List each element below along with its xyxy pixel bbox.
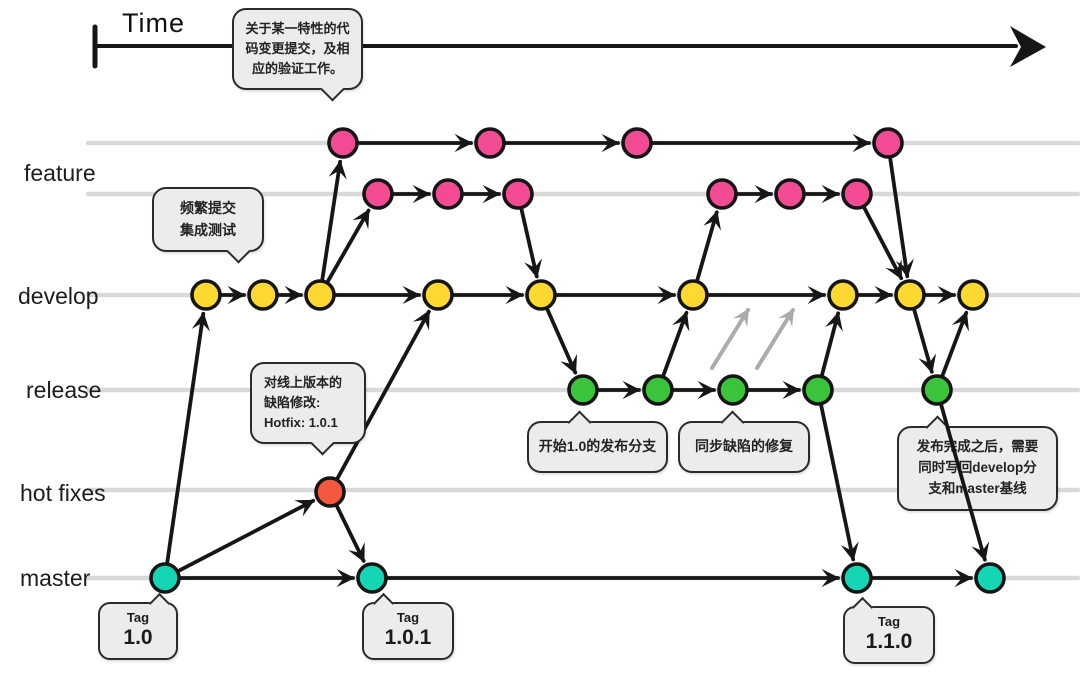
edge-r4-m3 [819, 403, 859, 562]
commit-node-develop-d2 [247, 279, 279, 311]
commit-node-develop-d7 [827, 279, 859, 311]
annotation-line: 开始1.0的发布分支 [538, 438, 657, 454]
commit-node-feature-f1 [327, 127, 359, 159]
edge-g6-d8 [862, 206, 904, 281]
commit-node-feature-f4 [872, 127, 904, 159]
branch-label-release: release [26, 377, 102, 403]
edge-g3-d5 [519, 207, 543, 279]
commit-node-develop-d9 [957, 279, 989, 311]
sync-arrows [710, 308, 795, 370]
time-axis-label: Time [122, 8, 185, 38]
edge-m1-h1 [177, 498, 316, 573]
commit-node-feature-g1 [362, 178, 394, 210]
annotation-line: Hotfix: 1.0.1 [264, 415, 338, 431]
commit-node-feature-g6 [841, 178, 873, 210]
annotation-line: 关于某一特性的代 [245, 21, 350, 36]
branch-label-develop: develop [18, 283, 99, 309]
tag-label: Tag [877, 614, 901, 629]
annotation-line: 集成测试 [180, 221, 236, 238]
annotation-line: 支和master基线 [928, 480, 1027, 496]
annotation-line: 码变更提交，及相 [245, 41, 350, 57]
annotation-line: 同步缺陷的修复 [695, 438, 793, 454]
tag-1-0: Tag 1.0 [98, 602, 178, 660]
tag-1-0-1: Tag 1.0.1 [362, 602, 454, 660]
commit-node-develop-d6 [677, 279, 709, 311]
commit-node-release-r3 [717, 374, 749, 406]
commit-node-feature-g2 [432, 178, 464, 210]
edge-d3-f1 [320, 159, 347, 282]
edge-m1-d1 [165, 311, 210, 565]
commit-node-develop-d1 [190, 279, 222, 311]
tag-label: Tag [126, 610, 150, 625]
edge-d6-g4 [695, 210, 722, 282]
annotation-line: 对线上版本的 [264, 375, 343, 390]
branch-label-hotfixes: hot fixes [20, 480, 106, 506]
commit-nodes [149, 127, 1006, 594]
tag-version: 1.0 [123, 626, 153, 649]
gray-sync-arrow [755, 308, 795, 370]
commit-node-master-m4 [974, 562, 1006, 594]
commit-node-release-r1 [567, 374, 599, 406]
commit-node-release-r2 [642, 374, 674, 406]
time-axis-arrowhead [1010, 26, 1046, 67]
commit-node-master-m1 [149, 562, 181, 594]
commit-node-feature-g3 [502, 178, 534, 210]
annotation-line: 同时写回develop分 [918, 459, 1037, 475]
annotation-line: 应的验证工作。 [251, 61, 343, 77]
edge-d3-g1 [326, 208, 371, 284]
annotation-release-sync-note: 同步缺陷的修复 [678, 421, 810, 473]
commit-node-release-r4 [802, 374, 834, 406]
merge-arrows [165, 133, 973, 588]
tag-version: 1.0.1 [384, 626, 432, 649]
commit-node-master-m2 [356, 562, 388, 594]
edge-r4-d7 [820, 311, 843, 377]
commit-node-master-m3 [841, 562, 873, 594]
commit-node-develop-d8 [894, 279, 926, 311]
commit-node-feature-g4 [706, 178, 738, 210]
commit-node-develop-d5 [525, 279, 557, 311]
annotation-release-start-note: 开始1.0的发布分支 [527, 421, 668, 473]
commit-node-feature-g5 [774, 178, 806, 210]
annotation-hotfix-note: 对线上版本的 缺陷修改: Hotfix: 1.0.1 [250, 362, 366, 445]
commit-node-release-r5 [921, 374, 953, 406]
commit-node-develop-d3 [304, 279, 336, 311]
edge-d8-r5 [912, 308, 937, 374]
annotation-line: 频繁提交 [180, 200, 236, 216]
tag-1-1-0: Tag 1.1.0 [843, 606, 935, 664]
commit-node-develop-d4 [422, 279, 454, 311]
commit-node-feature-f2 [474, 127, 506, 159]
commit-node-hotfix-h1 [314, 476, 346, 508]
branch-label-feature: feature [24, 160, 96, 186]
commit-node-feature-f3 [621, 127, 653, 159]
annotation-release-finish-note: 发布完成之后，需要 同时写回develop分 支和master基线 [897, 426, 1058, 511]
edge-h1-m2 [335, 504, 366, 563]
annotation-develop-note: 频繁提交 集成测试 [152, 187, 264, 253]
edge-d5-r1 [545, 307, 578, 375]
annotation-line: 缺陷修改: [264, 395, 321, 411]
annotation-feature-note: 关于某一特性的代 码变更提交，及相 应的验证工作。 [232, 8, 363, 91]
tag-label: Tag [396, 610, 420, 625]
tag-version: 1.1.0 [865, 630, 913, 653]
edge-r2-d6 [661, 310, 690, 377]
annotation-line: 发布完成之后，需要 [916, 439, 1039, 454]
branch-label-master: master [20, 565, 91, 591]
edge-r5-d9 [940, 310, 969, 377]
gray-sync-arrow [710, 308, 750, 370]
edge-f4-d8 [888, 156, 914, 279]
